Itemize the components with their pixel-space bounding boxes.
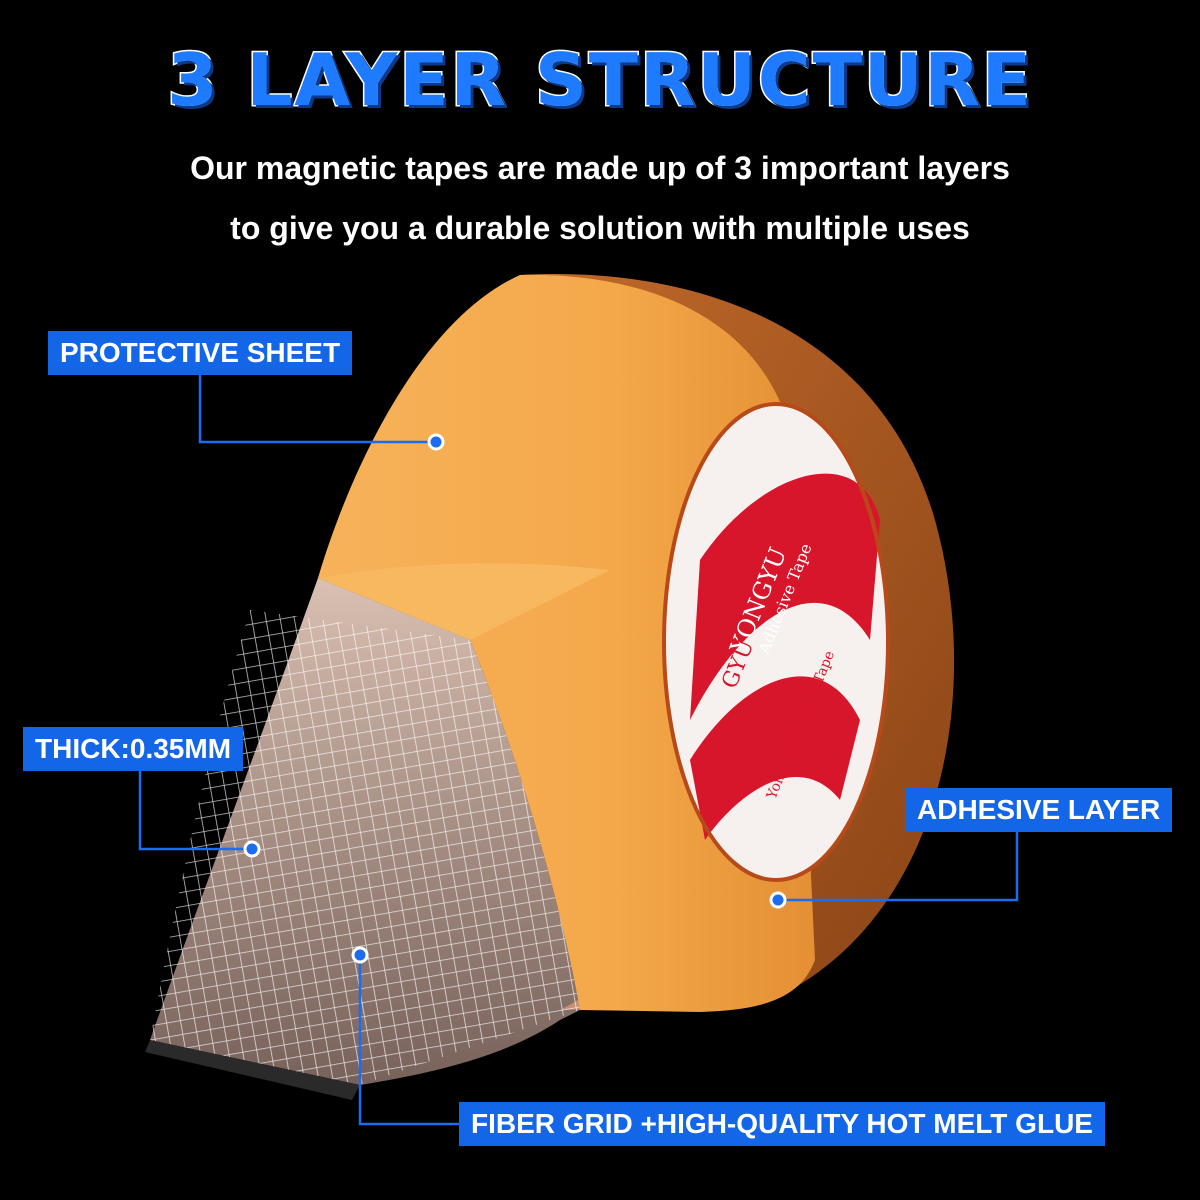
callout-line-adhesive	[778, 832, 1019, 902]
callout-dot-thick	[243, 840, 261, 858]
protective-sheet-edge	[318, 563, 610, 640]
label-protective-sheet: PROTECTIVE SHEET	[48, 331, 353, 375]
core-red-band-lower	[690, 676, 860, 840]
subtitle-line-2: to give you a durable solution with mult…	[230, 210, 970, 246]
callout-line-thick	[138, 771, 252, 851]
callout-dot-adhesive	[769, 891, 787, 909]
label-thickness: THICK:0.35MM	[23, 727, 244, 771]
strip-end	[145, 1040, 360, 1100]
fiber-grid	[150, 610, 580, 1085]
callout-dot-fiber	[351, 946, 369, 964]
callout-line-fiber	[358, 955, 459, 1126]
label-fiber-grid: FIBER GRID +HIGH-QUALITY HOT MELT GLUE	[459, 1102, 1105, 1146]
subtitle-line-1: Our magnetic tapes are made up of 3 impo…	[190, 150, 1010, 186]
core-red-band	[690, 473, 880, 720]
page-title: 3 LAYER STRUCTURE	[166, 37, 1033, 124]
label-adhesive-layer: ADHESIVE LAYER	[905, 788, 1173, 832]
core-hole	[662, 402, 890, 882]
tape-roll-face	[318, 274, 815, 1012]
callout-line-protective	[198, 375, 436, 444]
callout-dot-protective	[427, 433, 445, 451]
